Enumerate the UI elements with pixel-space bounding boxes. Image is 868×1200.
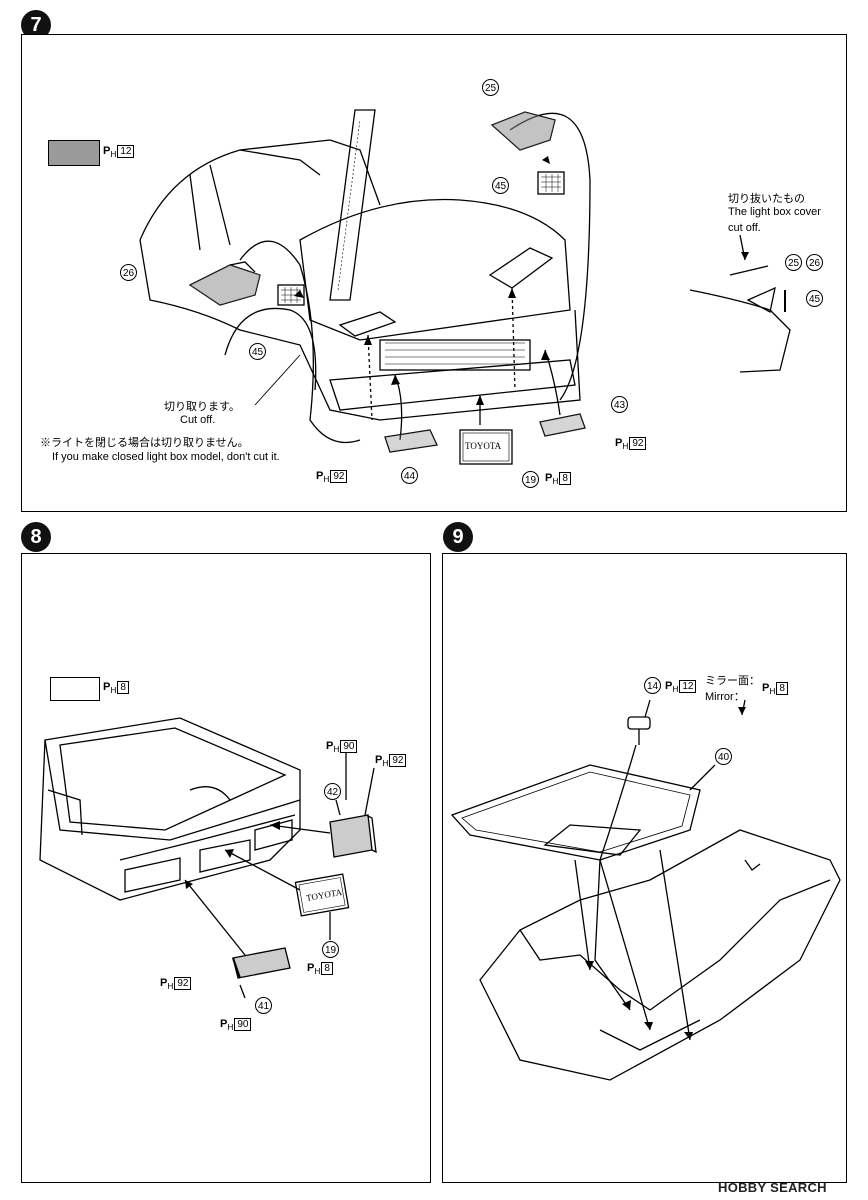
part-14-marker: 14 [644, 677, 661, 694]
cutoff-label-jp: 切り取ります。 [164, 401, 240, 413]
part-26-marker-inset: 26 [806, 254, 823, 271]
light-box-cover-en-2: cut off. [728, 222, 761, 234]
part-26-marker: 26 [120, 264, 137, 281]
part-43-marker: 43 [611, 396, 628, 413]
cutoff-label-en: Cut off. [180, 414, 216, 426]
part-45-marker-inset: 45 [806, 290, 823, 307]
mirror-label-jp: ミラー面： [705, 675, 760, 687]
part-44-marker: 44 [401, 467, 418, 484]
step-9-panel [442, 553, 847, 1183]
closed-lightbox-note-en: If you make closed light box model, don'… [52, 451, 280, 463]
step-7-panel [21, 34, 847, 512]
part-42-marker: 42 [324, 783, 341, 800]
step-8-badge: 8 [21, 522, 51, 552]
light-box-cover-jp: 切り抜いたもの [728, 193, 805, 205]
part-19-marker: 19 [522, 471, 539, 488]
part-45-marker-top: 45 [492, 177, 509, 194]
part-25-marker: 25 [482, 79, 499, 96]
plate-text-step7: TOYOTA [465, 441, 502, 451]
part-41-marker: 41 [255, 997, 272, 1014]
closed-lightbox-note-jp: ※ライトを閉じる場合は切り取りません。 [40, 437, 249, 449]
step-8-panel [21, 553, 431, 1183]
hobby-search-watermark: HOBBY SEARCH [718, 1180, 827, 1195]
paint-swatch-grey [48, 140, 100, 166]
part-40-marker: 40 [715, 748, 732, 765]
paint-swatch-white [50, 677, 100, 701]
part-25-marker-inset: 25 [785, 254, 802, 271]
part-19-marker-step8: 19 [322, 941, 339, 958]
light-box-cover-en-1: The light box cover [728, 206, 821, 218]
part-45-marker-left: 45 [249, 343, 266, 360]
mirror-label-en: Mirror： [705, 691, 745, 703]
step-9-badge: 9 [443, 522, 473, 552]
